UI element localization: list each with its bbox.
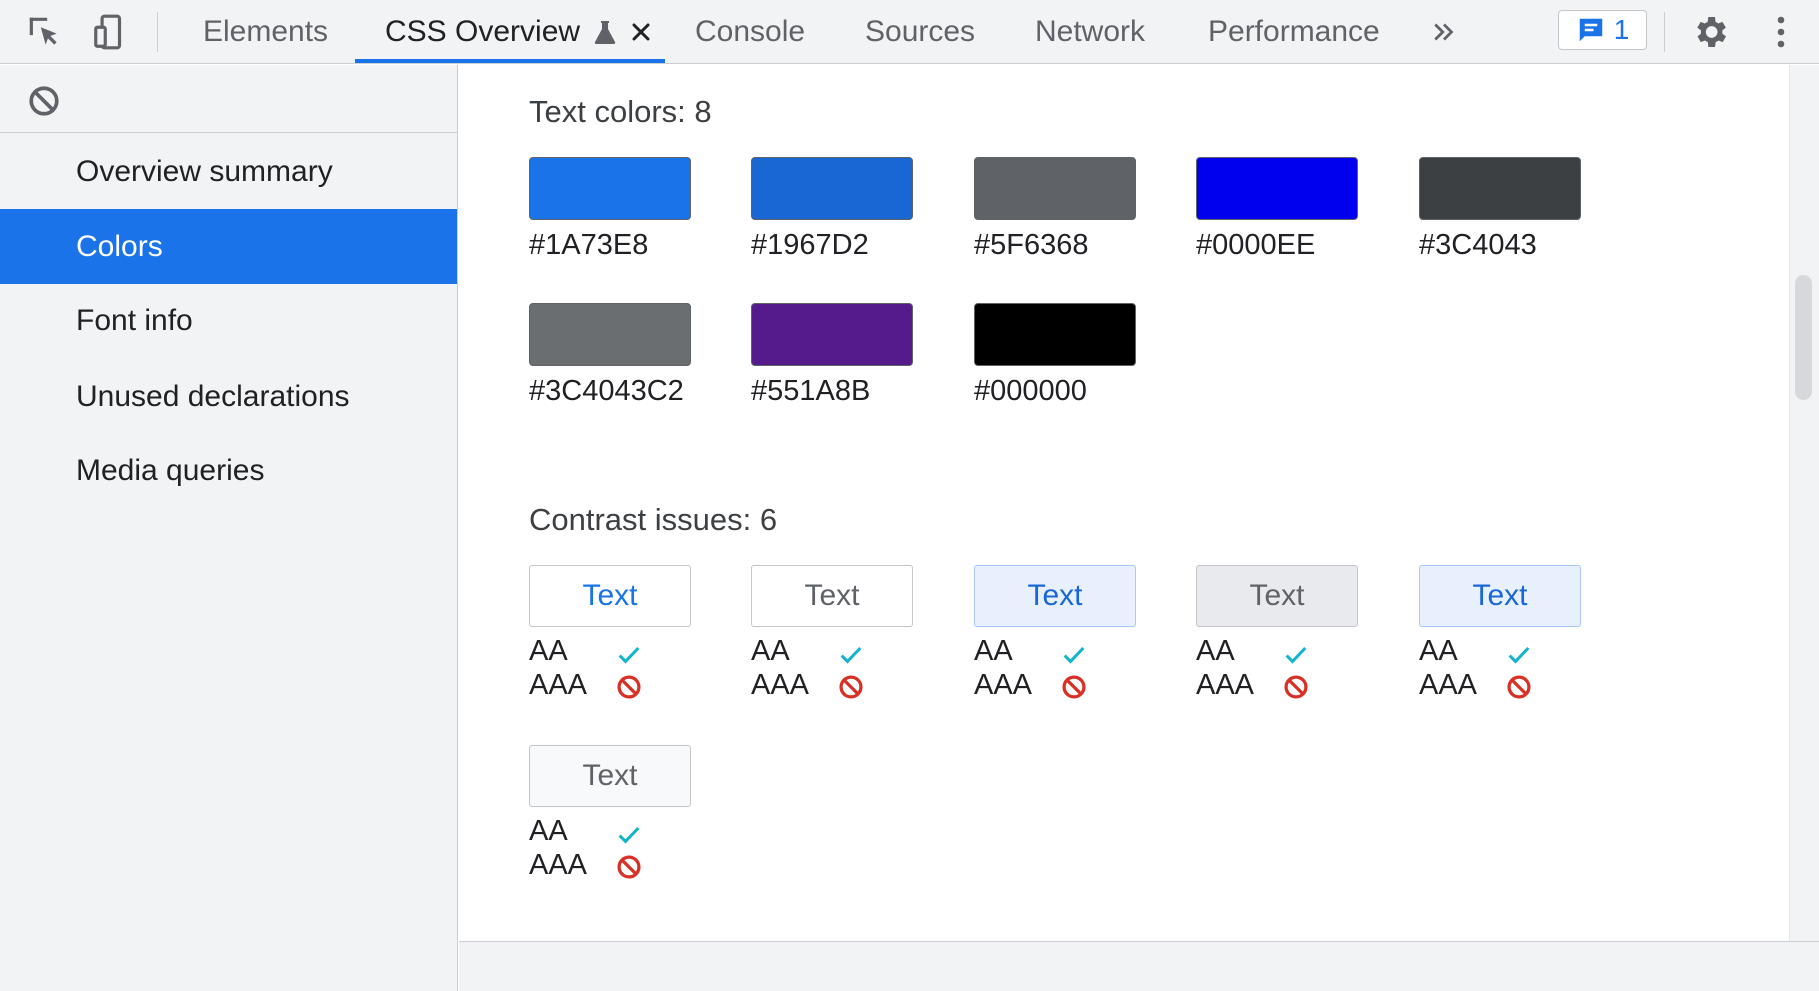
tab-label: Sources	[865, 15, 976, 48]
settings-gear-icon[interactable]	[1686, 8, 1734, 56]
aa-label: AA	[529, 635, 568, 667]
tab-elements[interactable]: Elements	[203, 0, 328, 64]
contrast-issues-heading: Contrast issues: 6	[529, 502, 778, 537]
colors-panel: Text colors: 8 Contrast issues: 6 #1A73E…	[459, 65, 1789, 941]
pass-check-icon	[1060, 641, 1088, 669]
sidebar-divider	[0, 132, 457, 133]
tab-label: Performance	[1208, 15, 1380, 48]
tab-label: CSS Overview	[385, 15, 581, 48]
color-swatch[interactable]	[1196, 157, 1358, 220]
toolbar-separator	[157, 12, 158, 52]
devtools-toolbar: Elements CSS Overview Console Sources Ne…	[0, 0, 1819, 64]
pass-check-icon	[615, 821, 643, 849]
aa-label: AA	[1196, 635, 1235, 667]
aaa-label: AAA	[1196, 669, 1255, 701]
contrast-sample[interactable]: Text	[1419, 565, 1581, 627]
text-colors-heading: Text colors: 8	[529, 94, 712, 129]
pass-check-icon	[615, 641, 643, 669]
aaa-label: AAA	[529, 669, 588, 701]
sidebar-item-label: Media queries	[76, 453, 265, 487]
color-swatch[interactable]	[974, 157, 1136, 220]
contrast-sample[interactable]: Text	[974, 565, 1136, 627]
color-swatch-label: #3C4043C2	[529, 375, 684, 407]
tab-css-overview[interactable]: CSS Overview	[385, 0, 652, 64]
more-options-icon[interactable]	[1757, 8, 1805, 56]
fail-block-icon	[837, 673, 865, 701]
message-icon	[1576, 15, 1606, 45]
experiment-flask-icon	[594, 19, 616, 45]
aaa-label: AAA	[1419, 669, 1478, 701]
aaa-label: AAA	[974, 669, 1033, 701]
aaa-label: AAA	[751, 669, 810, 701]
device-toolbar-icon[interactable]	[86, 8, 134, 56]
sidebar-item-colors[interactable]: Colors	[0, 209, 457, 284]
fail-block-icon	[615, 853, 643, 881]
fail-block-icon	[615, 673, 643, 701]
scrollbar-track[interactable]	[1789, 65, 1819, 941]
contrast-sample[interactable]: Text	[751, 565, 913, 627]
color-swatch-label: #1A73E8	[529, 229, 649, 261]
color-swatch[interactable]	[529, 303, 691, 366]
tab-label: Console	[695, 15, 806, 48]
sidebar-item-media-queries[interactable]: Media queries	[0, 433, 457, 508]
sidebar-item-font-info[interactable]: Font info	[0, 283, 457, 358]
tab-sources[interactable]: Sources	[865, 0, 975, 64]
issues-button[interactable]: 1	[1558, 10, 1647, 50]
color-swatch[interactable]	[1419, 157, 1581, 220]
color-swatch[interactable]	[974, 303, 1136, 366]
fail-block-icon	[1282, 673, 1310, 701]
color-swatch[interactable]	[529, 157, 691, 220]
sidebar-item-unused-declarations[interactable]: Unused declarations	[0, 359, 457, 434]
sidebar-item-label: Overview summary	[76, 154, 333, 188]
aaa-label: AAA	[529, 849, 588, 881]
toolbar-separator	[1664, 12, 1665, 52]
pass-check-icon	[1282, 641, 1310, 669]
inspect-element-icon[interactable]	[20, 8, 68, 56]
aa-label: AA	[1419, 635, 1458, 667]
contrast-sample[interactable]: Text	[1196, 565, 1358, 627]
contrast-sample[interactable]: Text	[529, 565, 691, 627]
tab-network[interactable]: Network	[1035, 0, 1145, 64]
color-swatch-label: #000000	[974, 375, 1087, 407]
color-swatch-label: #1967D2	[751, 229, 869, 261]
color-swatch-label: #0000EE	[1196, 229, 1316, 261]
contrast-sample[interactable]: Text	[529, 745, 691, 807]
aa-label: AA	[529, 815, 568, 847]
clear-overview-icon[interactable]	[22, 79, 66, 123]
tab-label: Network	[1035, 15, 1146, 48]
scrollbar-thumb[interactable]	[1795, 275, 1812, 400]
aa-label: AA	[751, 635, 790, 667]
color-swatch-label: #5F6368	[974, 229, 1089, 261]
tab-console[interactable]: Console	[695, 0, 805, 64]
color-swatch[interactable]	[751, 157, 913, 220]
tab-performance[interactable]: Performance	[1208, 0, 1380, 64]
color-swatch[interactable]	[751, 303, 913, 366]
css-overview-sidebar: Overview summary Colors Font info Unused…	[0, 65, 458, 991]
aa-label: AA	[974, 635, 1013, 667]
pass-check-icon	[837, 641, 865, 669]
sidebar-item-label: Unused declarations	[76, 379, 350, 413]
tab-label: Elements	[203, 15, 329, 48]
pass-check-icon	[1505, 641, 1533, 669]
active-tab-indicator	[355, 59, 665, 63]
issues-count: 1	[1613, 14, 1630, 45]
more-tabs-chevron-icon[interactable]	[1420, 8, 1468, 56]
sidebar-item-label: Font info	[76, 303, 193, 337]
sidebar-item-overview-summary[interactable]: Overview summary	[0, 134, 457, 209]
color-swatch-label: #551A8B	[751, 375, 871, 407]
color-swatch-label: #3C4043	[1419, 229, 1537, 261]
sidebar-item-label: Colors	[76, 229, 163, 263]
fail-block-icon	[1060, 673, 1088, 701]
close-tab-icon[interactable]	[630, 21, 652, 43]
bottom-bar	[459, 941, 1819, 991]
fail-block-icon	[1505, 673, 1533, 701]
